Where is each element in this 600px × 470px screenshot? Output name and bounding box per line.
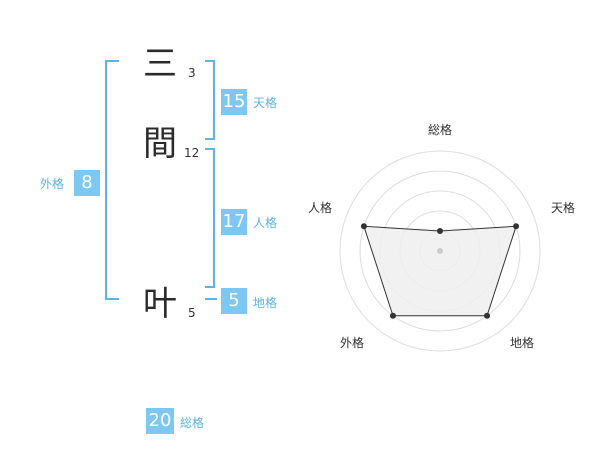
tenkaku-label: 天格 [253,96,278,110]
gaikaku-label: 外格 [40,177,65,191]
stroke-count-3: 5 [188,306,196,320]
jinkaku-value: 17 [221,209,247,235]
radar-point-2 [484,312,491,319]
soukaku-label: 総格 [180,416,205,430]
radar-data-area [363,225,517,317]
radar-label-tenkaku: 天格 [551,201,576,215]
chikaku-value: 5 [221,288,247,314]
radar-label-jinkaku: 人格 [308,201,333,215]
soukaku-value: 20 [146,408,174,434]
radar-label-chikaku: 地格 [510,336,535,350]
gaikaku-value: 8 [74,170,100,196]
name-char-2: 間 [143,124,177,164]
name-char-1: 三 [143,44,177,84]
radar-point-0 [437,228,443,234]
radar-center-dot [437,248,443,254]
radar-point-1 [513,223,520,230]
stroke-count-1: 3 [188,66,196,80]
radar-grid-ring [359,170,521,332]
radar-point-3 [389,312,396,319]
radar-grid-ring [339,150,541,352]
name-char-3: 叶 [143,284,177,324]
radar-label-soukaku: 総格 [428,123,453,137]
chikaku-label: 地格 [253,296,278,310]
tenkaku-value: 15 [221,89,247,115]
radar-point-4 [360,223,367,230]
jinkaku-label: 人格 [253,216,278,230]
stroke-count-2: 12 [184,146,200,160]
radar-label-gaikaku: 外格 [340,336,365,350]
